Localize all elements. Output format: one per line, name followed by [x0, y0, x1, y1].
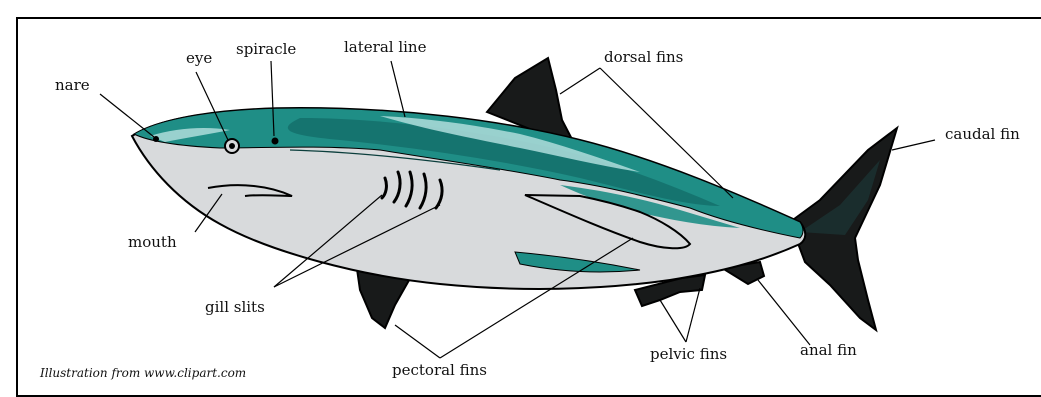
label-dorsal-fins: dorsal fins: [604, 50, 683, 65]
label-spiracle: spiracle: [236, 42, 296, 57]
label-lateral-line: lateral line: [344, 40, 426, 55]
diagram-canvas: nare eye spiracle lateral line dorsal fi…: [0, 0, 1041, 385]
label-gill-slits: gill slits: [205, 300, 265, 315]
label-nare: nare: [55, 78, 90, 93]
label-pectoral-fins: pectoral fins: [392, 363, 487, 378]
label-caudal-fin: caudal fin: [945, 127, 1020, 142]
label-anal-fin: anal fin: [800, 343, 857, 358]
anal-fin-leader: [758, 280, 810, 345]
nare-leader: [100, 94, 154, 137]
shark-illustration: [0, 0, 1041, 385]
label-mouth: mouth: [128, 235, 177, 250]
dorsal-fins-leader-1: [560, 68, 600, 94]
spiracle-marker: [272, 138, 279, 145]
caudal-fin-leader: [892, 140, 935, 150]
lateral-line-leader: [391, 61, 405, 117]
pelvic-fins-leader-1: [660, 300, 686, 342]
pectoral-fins-leader-1: [395, 325, 440, 358]
label-eye: eye: [186, 51, 212, 66]
illustration-credit: Illustration from www.clipart.com: [40, 366, 246, 380]
eye-pupil: [229, 143, 235, 149]
pelvic-fins-leader-2: [686, 288, 700, 342]
label-pelvic-fins: pelvic fins: [650, 347, 727, 362]
